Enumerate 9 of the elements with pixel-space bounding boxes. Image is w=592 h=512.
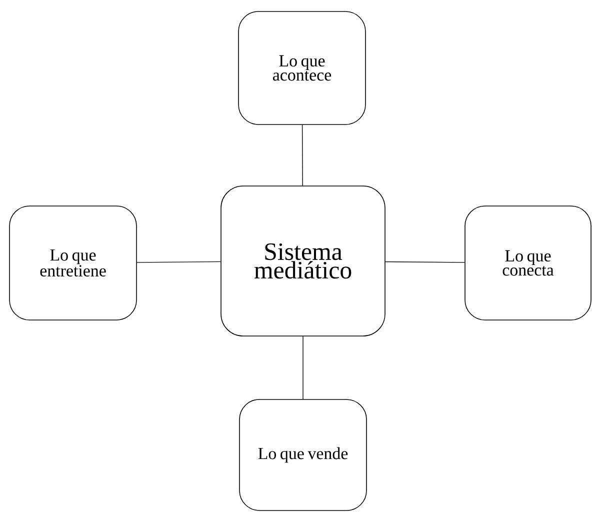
rounded-box: Lo que conecta <box>464 206 592 320</box>
connector-line <box>302 336 304 400</box>
connector-line <box>136 261 221 263</box>
rounded-box: Lo que vende <box>239 399 367 511</box>
connector-line <box>385 261 465 263</box>
rounded-box: Lo que acontece <box>238 11 366 125</box>
connector-line <box>302 124 303 186</box>
rounded-box: Sistema mediático <box>220 186 386 336</box>
rounded-box: Lo que entretiene <box>9 206 137 320</box>
